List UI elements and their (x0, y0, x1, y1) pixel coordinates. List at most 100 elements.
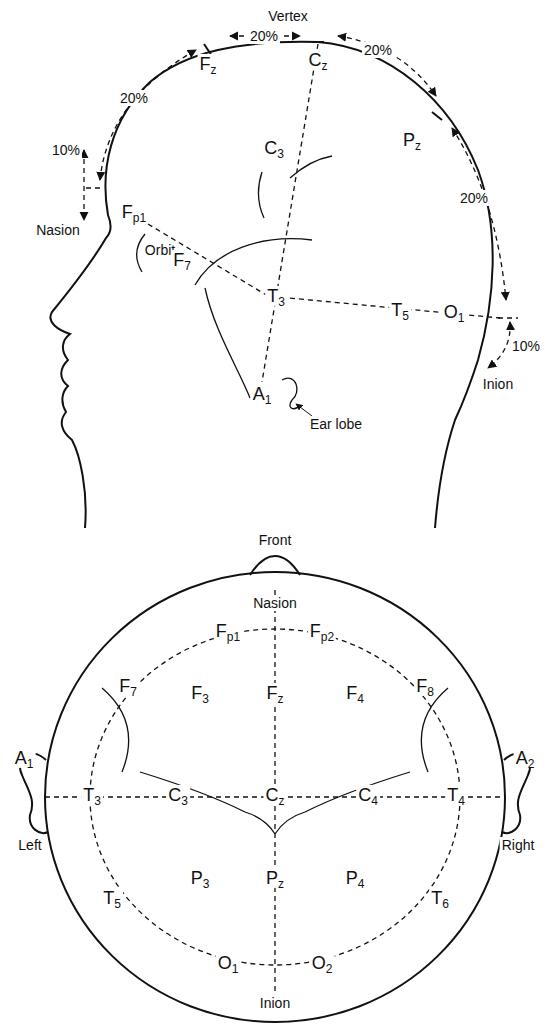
anatomy-label-holder: Inion (258, 994, 292, 1012)
electrode-label-holder: Pz (401, 131, 423, 153)
electrode-label: T5 (389, 300, 411, 320)
measure-arrow (338, 36, 436, 96)
anatomy-label: Nasion (251, 595, 299, 611)
measure-arrow (452, 128, 506, 300)
percent-label-holder: 20% (248, 27, 280, 45)
electrode-label: C4 (356, 785, 380, 805)
electrode-label-holder: A2 (514, 749, 537, 771)
electrode-label-holder: T5 (101, 889, 123, 911)
electrode-label: F7 (171, 250, 193, 270)
anatomy-label-holder: Right (500, 836, 537, 854)
electrode-label-holder: Pz (264, 869, 286, 891)
electrode-label-holder: C4 (356, 786, 380, 808)
electrode-label-holder: F7 (171, 251, 193, 273)
head-profile (50, 42, 492, 528)
electrode-label: T3 (81, 785, 103, 805)
sulcus (290, 156, 332, 178)
electrode-label: Cz (307, 50, 330, 70)
electrode-label: O1 (216, 953, 241, 973)
electrode-label: T3 (265, 286, 287, 306)
electrode-label-holder: F3 (189, 684, 211, 706)
anatomy-label: Front (257, 532, 294, 548)
electrode-label-holder: Cz (264, 786, 287, 808)
electrode-label-holder: Fp1 (214, 622, 242, 644)
electrode-label-holder: T5 (389, 301, 411, 323)
electrode-label: Fp1 (120, 202, 148, 222)
percent-label: 20% (118, 90, 150, 106)
electrode-tick (312, 41, 324, 43)
electrode-label-holder: O2 (310, 954, 335, 976)
anatomy-label-holder: Vertex (266, 7, 310, 25)
electrode-label: C3 (262, 138, 286, 158)
anatomy-label: Right (500, 837, 537, 853)
electrode-label-holder: O1 (216, 954, 241, 976)
measure-arrow (100, 50, 196, 180)
electrode-label: P4 (344, 868, 367, 888)
electrode-label-holder: F8 (414, 677, 436, 699)
measure-tick (86, 187, 104, 188)
anatomy-label: Vertex (266, 8, 310, 24)
electrode-label-holder: C3 (262, 139, 286, 161)
electrode-label: Cz (264, 785, 287, 805)
percent-label: 20% (458, 190, 490, 206)
electrode-label-holder: F7 (117, 677, 139, 699)
percent-label: 20% (248, 28, 280, 44)
electrode-label: O2 (310, 953, 335, 973)
electrode-label-holder: T3 (265, 287, 287, 309)
electrode-label-holder: T3 (81, 786, 103, 808)
electrode-label: F3 (189, 683, 211, 703)
electrode-label-holder: Cz (307, 51, 330, 73)
electrode-label: Pz (264, 868, 286, 888)
anatomy-label-holder: Nasion (34, 221, 82, 239)
anatomy-label-holder: Nasion (251, 594, 299, 612)
central-sulcus (140, 772, 275, 834)
electrode-label-holder: P3 (189, 869, 212, 891)
measure-arrow (83, 150, 84, 220)
electrode-label: T4 (445, 785, 467, 805)
electrode-label-holder: A1 (13, 749, 36, 771)
anatomy-label: Ear lobe (308, 416, 364, 432)
anatomy-label: Inion (258, 995, 292, 1011)
anatomy-label: Inion (481, 376, 515, 392)
anatomy-label: Left (16, 837, 43, 853)
electrode-label: T5 (101, 888, 123, 908)
electrode-label: Fz (198, 54, 219, 74)
electrode-tick (432, 112, 442, 120)
percent-label: 20% (362, 42, 394, 58)
electrode-label: O1 (442, 302, 467, 322)
electrode-label: T6 (429, 888, 451, 908)
electrode-label-holder: P4 (344, 869, 367, 891)
electrode-label: A1 (251, 384, 274, 404)
electrode-label-holder: Fp2 (308, 622, 336, 644)
percent-label-holder: 10% (50, 141, 82, 159)
electrode-label-holder: Fz (198, 55, 219, 77)
percent-label-holder: 20% (458, 189, 490, 207)
electrode-label: F7 (117, 676, 139, 696)
electrode-label: F4 (344, 683, 366, 703)
anatomy-label-holder: Ear lobe (308, 415, 364, 433)
electrode-label-holder: A1 (251, 385, 274, 407)
electrode-label: C3 (166, 785, 190, 805)
percent-label-holder: 20% (362, 41, 394, 59)
anatomy-label-holder: Front (257, 531, 294, 549)
leader-line (296, 404, 312, 416)
measure-tick (498, 317, 518, 318)
electrode-label-holder: T6 (429, 889, 451, 911)
ear-outline (205, 288, 250, 398)
sulcus (258, 172, 264, 218)
ear-lobe (282, 378, 300, 408)
electrode-label-holder: Fz (265, 684, 286, 706)
electrode-label: Pz (401, 130, 423, 150)
electrode-label: Fp2 (308, 621, 336, 641)
electrode-label-holder: O1 (442, 303, 467, 325)
electrode-label: A2 (514, 748, 537, 768)
electrode-label: F8 (414, 676, 436, 696)
anatomy-label-holder: Left (16, 836, 43, 854)
electrode-label-holder: Fp1 (120, 203, 148, 225)
nose (250, 556, 300, 575)
electrode-line (262, 44, 318, 382)
electrode-label: P3 (189, 868, 212, 888)
head-outline (45, 572, 505, 1022)
electrode-label: Fz (265, 683, 286, 703)
sylvian-fissure (195, 239, 312, 285)
